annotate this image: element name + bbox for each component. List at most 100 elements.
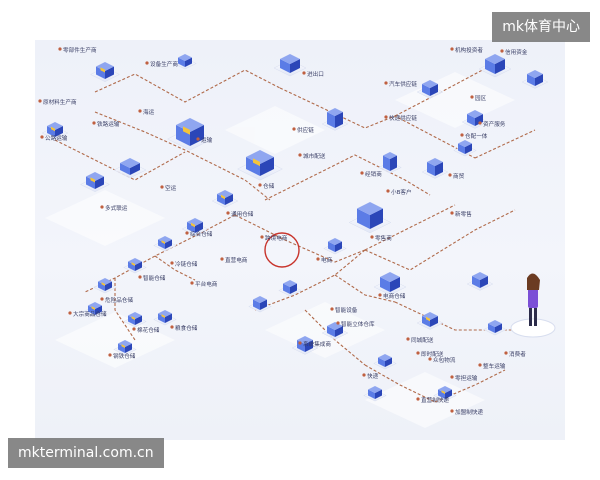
label-dot (298, 341, 302, 345)
node-label: 供应链 (297, 126, 314, 134)
node-label: 同城配送 (411, 336, 434, 344)
courier-direct-block (363, 386, 387, 402)
node-label: 直营电商 (225, 256, 248, 264)
label-dot (92, 121, 96, 125)
label-dot (170, 261, 174, 265)
node-label: 快递供应链 (389, 114, 417, 122)
supply-chain-block (321, 108, 349, 131)
label-dot (460, 133, 464, 137)
investor-block (478, 54, 512, 78)
ftl-block (483, 320, 507, 336)
node-label: 粮食仓储 (175, 324, 198, 332)
label-dot (38, 99, 42, 103)
node-label: 棉花仓储 (137, 326, 160, 334)
label-dot (108, 353, 112, 357)
label-dot (416, 351, 420, 355)
platform-ecommerce-block (248, 296, 272, 313)
label-dot (448, 173, 452, 177)
node-label: 多式联运 (105, 204, 128, 212)
node-label: 直营制快递 (421, 396, 449, 404)
park-block (453, 140, 477, 157)
label-dot (336, 321, 340, 325)
label-dot (478, 363, 482, 367)
label-dot (260, 235, 264, 239)
retail-shelf-block (466, 272, 494, 291)
node-label: 原材料生产商 (43, 98, 77, 106)
node-label: 经销商 (365, 170, 382, 178)
node-label: 仓配一体 (465, 132, 488, 140)
node-label: 电商 (321, 256, 333, 264)
node-label: 钢铁仓储 (113, 352, 136, 360)
connection-lines (54, 57, 536, 403)
node-label: 园区 (475, 95, 487, 102)
node-label: 电商仓储 (383, 292, 406, 300)
factory-block-1 (90, 62, 120, 82)
label-dot (386, 189, 390, 193)
label-dot (316, 257, 320, 261)
diagram-labels: 零部件生产商设备生产商原材料生产商铁路运输公路运输海运空运多式联运运输仓储通用仓… (43, 46, 528, 416)
node-label: 智能仓储 (143, 274, 166, 282)
node-label: 海运 (143, 108, 155, 116)
watermark-bottom-left: mkterminal.com.cn (8, 438, 164, 468)
node-label: 智能立体仓库 (341, 320, 375, 328)
node-label: 铁路运输 (97, 120, 120, 128)
label-dot (292, 127, 296, 131)
grain-warehouse-block (153, 310, 177, 326)
ltl-block (373, 354, 397, 370)
node-label: 大宗商品仓储 (73, 310, 107, 318)
node-label: 通用仓储 (231, 210, 254, 218)
node-label: 零售商 (375, 234, 392, 242)
node-label: 众包物流 (433, 356, 456, 364)
auto-supply-block (416, 80, 444, 99)
label-dot (378, 293, 382, 297)
label-dot (384, 115, 388, 119)
node-label: 综合仓储 (190, 230, 213, 238)
direct-ecommerce-block (278, 280, 302, 297)
label-dot (450, 211, 454, 215)
label-dot (428, 357, 432, 361)
railway-block (113, 158, 147, 179)
equipment-block (173, 54, 197, 70)
label-dot (302, 71, 306, 75)
node-label: 商贸 (453, 172, 465, 180)
node-label: 跨境电商 (265, 234, 288, 242)
node-label: 小B客户 (391, 188, 412, 196)
label-dot (500, 49, 504, 53)
node-label: 即时配送 (421, 350, 444, 358)
node-label: 快递 (367, 372, 379, 380)
node-label: 加盟制快递 (455, 408, 483, 416)
background-platforms (45, 72, 515, 428)
node-label: 系统集成商 (303, 340, 331, 348)
import-export-block (273, 54, 307, 77)
node-label: 冷链仓储 (175, 260, 198, 268)
combined-warehouse-block (181, 218, 209, 236)
node-label: 公路运输 (45, 134, 68, 142)
label-dot (100, 297, 104, 301)
label-dot (470, 95, 474, 99)
finance-block (521, 70, 549, 89)
label-dot (220, 257, 224, 261)
retail-hub-block (348, 202, 392, 234)
node-label: 信用资金 (505, 48, 528, 56)
label-dot (185, 231, 189, 235)
label-dot (330, 307, 334, 311)
node-label: 机构投资者 (455, 46, 483, 54)
label-dot (450, 409, 454, 413)
label-dot (370, 235, 374, 239)
courier-franchise-block (433, 386, 457, 402)
label-dot (145, 61, 149, 65)
diagram-svg: 零部件生产商设备生产商原材料生产商铁路运输公路运输海运空运多式联运运输仓储通用仓… (38, 46, 556, 428)
node-label: 零担运输 (455, 374, 478, 382)
label-dot (226, 211, 230, 215)
node-label: 运输 (201, 136, 213, 144)
raw-material-block (41, 122, 69, 140)
label-dot (504, 351, 508, 355)
label-dot (360, 171, 364, 175)
warehouse-hub-block (237, 150, 283, 181)
express-supply-block (461, 110, 489, 129)
label-dot (478, 121, 482, 125)
label-dot (138, 109, 142, 113)
general-warehouse-block (211, 190, 239, 208)
node-label: 进出口 (307, 70, 324, 78)
node-label: 平台电商 (195, 280, 218, 288)
